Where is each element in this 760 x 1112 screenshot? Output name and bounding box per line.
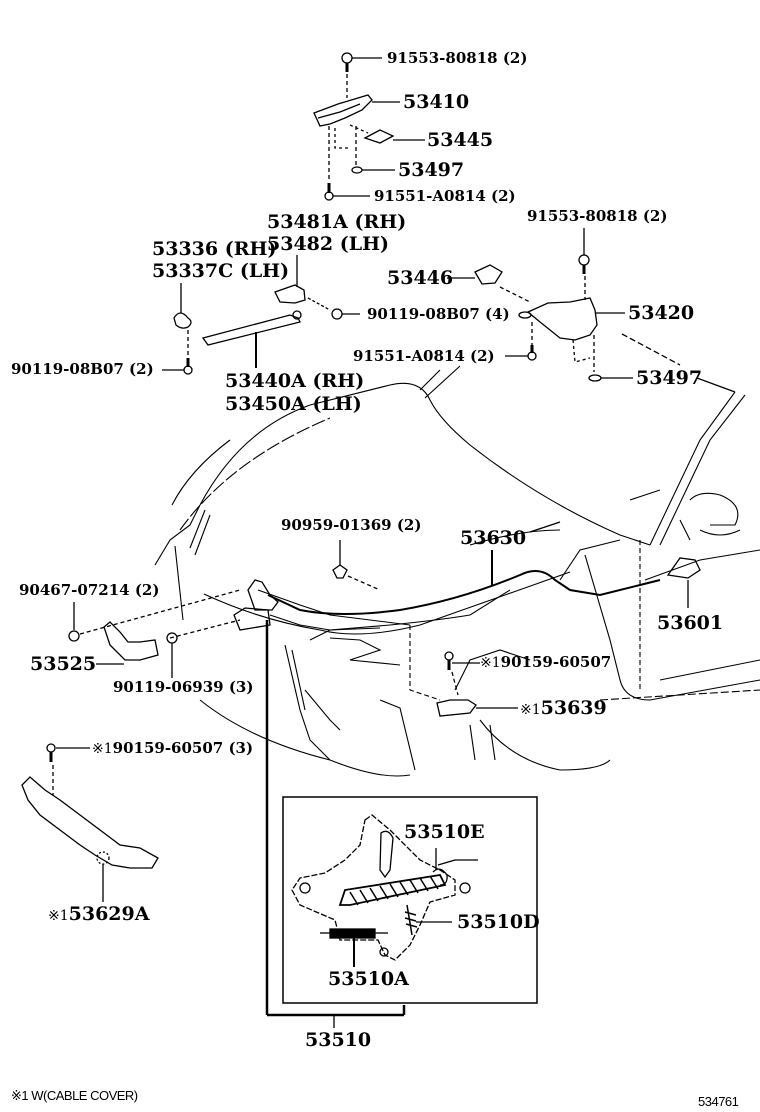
note-marker: ※1 bbox=[480, 655, 501, 671]
bolt-icon bbox=[578, 254, 590, 274]
hood-lock-detail-inset bbox=[282, 796, 538, 1004]
bolt-icon bbox=[331, 308, 343, 320]
part-label-53639[interactable]: ※153639 bbox=[520, 697, 607, 719]
part-label-53601[interactable]: 53601 bbox=[657, 612, 724, 634]
part-label-91551-A0814[interactable]: 91551-A0814 (2) bbox=[374, 187, 516, 205]
part-label-53440A[interactable]: 53440A (RH) bbox=[225, 370, 365, 392]
hood-lock-group bbox=[68, 579, 406, 1028]
hinge-cover-lh-shape bbox=[363, 129, 395, 144]
screw-icon bbox=[46, 743, 56, 762]
part-label-91553-80818[interactable]: 91553-80818 (2) bbox=[387, 49, 528, 67]
part-label-53446[interactable]: 53446 bbox=[387, 267, 454, 289]
note-marker: ※1 bbox=[92, 741, 113, 757]
part-label-53336[interactable]: 53336 (RH) bbox=[152, 238, 277, 260]
hinge-lh-shape bbox=[313, 94, 373, 127]
note-marker: ※1 bbox=[48, 908, 69, 924]
part-label-90467-07214[interactable]: 90467-07214 (2) bbox=[19, 581, 160, 599]
cable-cover-front-shape bbox=[21, 776, 159, 869]
bolt-icon bbox=[68, 630, 80, 642]
clip-icon bbox=[332, 564, 348, 579]
release-cable-group bbox=[267, 521, 701, 615]
part-label-90119-08B07-2[interactable]: 90119-08B07 (2) bbox=[11, 360, 154, 378]
part-label-53510[interactable]: 53510 bbox=[305, 1029, 372, 1051]
cushion-icon bbox=[588, 374, 602, 382]
illustration-number: 534761 bbox=[698, 1094, 739, 1109]
part-label-90119-08B07-4[interactable]: 90119-08B07 (4) bbox=[367, 305, 510, 323]
stay-group bbox=[162, 255, 360, 375]
stay-bracket-shape bbox=[274, 284, 306, 304]
part-label-53497[interactable]: 53497 bbox=[398, 159, 465, 181]
part-label-53629A[interactable]: ※153629A bbox=[48, 903, 150, 925]
part-label-53481A[interactable]: 53481A (RH) bbox=[267, 211, 407, 233]
spring-e-icon bbox=[338, 874, 447, 906]
part-label-53445[interactable]: 53445 bbox=[427, 129, 494, 151]
cable-cover-front-group bbox=[21, 743, 159, 902]
part-label-53510E[interactable]: 53510E bbox=[404, 821, 485, 843]
hinge-cover-rh-shape bbox=[474, 264, 503, 285]
bolt-icon bbox=[183, 358, 193, 375]
bolt-icon bbox=[324, 183, 334, 201]
part-label-90959-01369[interactable]: 90959-01369 (2) bbox=[281, 516, 422, 534]
note-marker: ※1 bbox=[520, 702, 541, 718]
part-label-53510A[interactable]: 53510A bbox=[328, 968, 409, 990]
bolt-icon bbox=[341, 52, 353, 72]
hinge-lh-group bbox=[313, 52, 425, 201]
part-label-91551-A0814-rh[interactable]: 91551-A0814 (2) bbox=[353, 347, 495, 365]
part-label-53450A[interactable]: 53450A (LH) bbox=[225, 393, 362, 415]
part-label-53525[interactable]: 53525 bbox=[30, 653, 97, 675]
footnote: ※1 W(CABLE COVER) bbox=[11, 1088, 138, 1103]
hinge-rh-shape bbox=[526, 297, 598, 341]
part-label-53482[interactable]: 53482 (LH) bbox=[267, 233, 390, 255]
stay-lower-bracket-shape bbox=[173, 312, 192, 329]
bolt-icon bbox=[527, 345, 537, 361]
cable-cover-side-shape bbox=[436, 699, 477, 717]
part-label-91553-80818-rh[interactable]: 91553-80818 (2) bbox=[527, 207, 668, 225]
vehicle-body-outline bbox=[154, 365, 760, 777]
spring-a-icon bbox=[329, 928, 376, 939]
cushion-icon bbox=[351, 166, 363, 174]
part-label-53410[interactable]: 53410 bbox=[403, 91, 470, 113]
lock-support-shape bbox=[103, 621, 159, 661]
part-label-90159-60507-front[interactable]: ※190159-60507 (3) bbox=[92, 739, 254, 757]
part-label-90159-60507-side[interactable]: ※190159-60507 bbox=[480, 653, 612, 671]
release-lever-shape bbox=[666, 557, 701, 579]
cable-cover-side-group bbox=[436, 651, 518, 717]
part-label-90119-06939[interactable]: 90119-06939 (3) bbox=[113, 678, 254, 696]
stay-shape bbox=[201, 314, 301, 346]
part-label-53420[interactable]: 53420 bbox=[628, 302, 695, 324]
part-label-53510D[interactable]: 53510D bbox=[457, 911, 540, 933]
screw-icon bbox=[444, 651, 454, 670]
part-label-53337C[interactable]: 53337C (LH) bbox=[152, 260, 290, 282]
hinge-rh-group bbox=[447, 228, 736, 393]
part-label-53630[interactable]: 53630 bbox=[460, 527, 527, 549]
part-label-53497-rh[interactable]: 53497 bbox=[636, 367, 703, 389]
hood-lock-shape bbox=[247, 579, 279, 611]
detail-frame bbox=[282, 796, 538, 1004]
hinge-lh-shape bbox=[317, 103, 361, 119]
